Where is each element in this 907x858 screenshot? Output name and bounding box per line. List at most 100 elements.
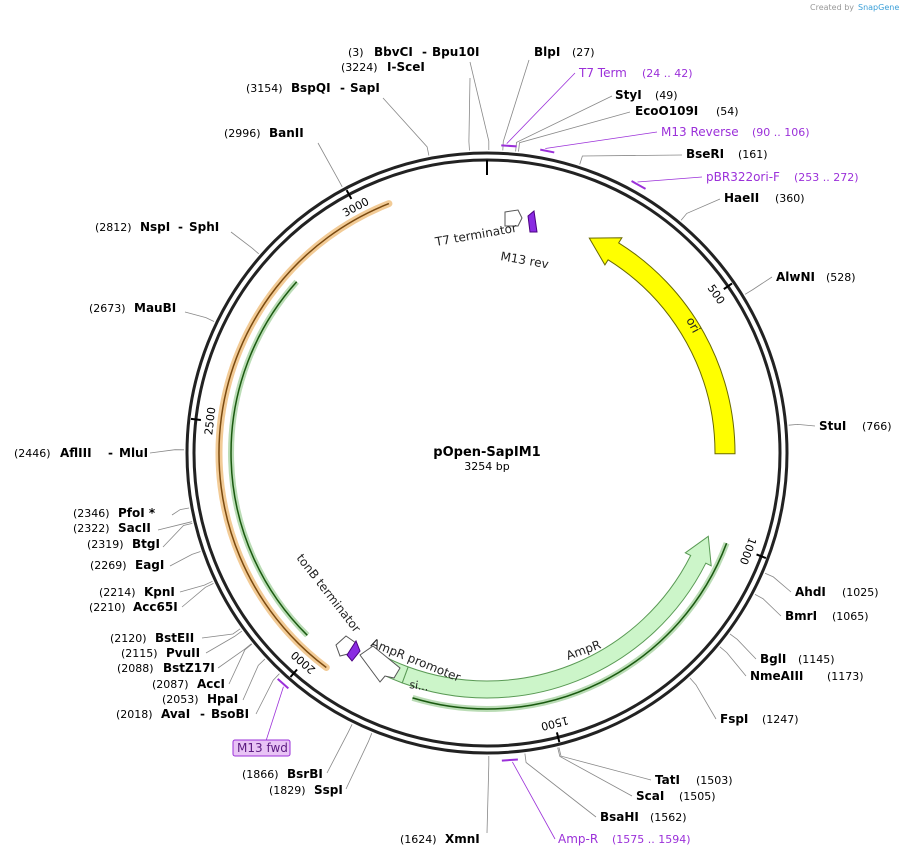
site-label-acc65i[interactable]: (2210) Acc65I bbox=[89, 600, 178, 614]
primer-mark[interactable] bbox=[631, 180, 647, 190]
site-label-pfoi[interactable]: (2346) PfoI * bbox=[73, 506, 156, 520]
site-leader-line bbox=[345, 733, 373, 790]
site-label-ahdi[interactable]: AhdI (1025) bbox=[795, 585, 879, 599]
svg-text:BbvCI: BbvCI bbox=[374, 45, 413, 59]
site-label-maubi[interactable]: (2673) MauBI bbox=[89, 301, 176, 315]
site-label-stui[interactable]: StuI (766) bbox=[819, 419, 892, 433]
site-label-bbvci[interactable]: (3) BbvCI - Bpu10I bbox=[348, 45, 479, 59]
site-label-tati[interactable]: TatI (1503) bbox=[655, 773, 733, 787]
site-label-avai[interactable]: (2018) AvaI - BsoBI bbox=[116, 707, 249, 721]
site-label-eagi[interactable]: (2269) EagI bbox=[90, 558, 164, 572]
m13-fwd-glyph[interactable] bbox=[346, 639, 361, 662]
orange-arc-feature[interactable] bbox=[215, 200, 393, 671]
primer-label-m13-fwd[interactable]: M13 fwd bbox=[232, 739, 291, 757]
site-label-kpni[interactable]: (2214) KpnI bbox=[99, 585, 175, 599]
tonb-terminator-label: tonB terminator bbox=[294, 551, 364, 635]
ampr-promoter-glyph[interactable] bbox=[359, 645, 401, 683]
ori-label: ori bbox=[683, 315, 703, 335]
svg-text:KpnI: KpnI bbox=[144, 585, 175, 599]
site-label-alwni[interactable]: AlwNI (528) bbox=[776, 270, 856, 284]
primer-label-m13-reverse[interactable]: M13 Reverse (90 .. 106) bbox=[661, 125, 810, 139]
site-label-bsahi[interactable]: BsaHI (1562) bbox=[600, 810, 687, 824]
primer-mark[interactable] bbox=[501, 144, 517, 148]
site-label-xmni[interactable]: (1624) XmnI bbox=[400, 832, 480, 846]
tick-mark bbox=[555, 732, 561, 743]
tick-label: 2500 bbox=[202, 406, 218, 435]
site-leader-line bbox=[157, 521, 192, 531]
svg-text:T7 Term: T7 Term bbox=[578, 66, 627, 80]
svg-text:(2088): (2088) bbox=[117, 662, 154, 675]
orange-arc-core bbox=[218, 202, 390, 669]
t7-terminator-glyph[interactable] bbox=[504, 209, 523, 227]
svg-text:Amp-R: Amp-R bbox=[558, 832, 598, 846]
site-label-sacii[interactable]: (2322) SacII bbox=[73, 521, 151, 535]
site-label-bmri[interactable]: BmrI (1065) bbox=[785, 609, 869, 623]
tick-mark bbox=[190, 417, 202, 421]
site-leader-line bbox=[171, 507, 190, 516]
site-label-scai[interactable]: ScaI (1505) bbox=[636, 789, 716, 803]
primer-mark[interactable] bbox=[501, 758, 518, 762]
site-label-sspi[interactable]: (1829) SspI bbox=[269, 783, 343, 797]
svg-text:I-SceI: I-SceI bbox=[387, 60, 425, 74]
svg-text:EagI: EagI bbox=[135, 558, 164, 572]
primer-label-amp-r[interactable]: Amp-R (1575 .. 1594) bbox=[558, 832, 691, 846]
site-label-fspi[interactable]: FspI (1247) bbox=[720, 712, 799, 726]
site-label-bstz17i[interactable]: (2088) BstZ17I bbox=[117, 661, 215, 675]
svg-text:BtgI: BtgI bbox=[132, 537, 160, 551]
site-label-acci[interactable]: (2087) AccI bbox=[152, 677, 225, 691]
site-label-pvuii[interactable]: (2115) PvuII bbox=[121, 646, 200, 660]
site-leader-line bbox=[326, 724, 353, 774]
svg-text:(1247): (1247) bbox=[762, 713, 799, 726]
primer-label-pbr322ori-f[interactable]: pBR322ori-F (253 .. 272) bbox=[706, 170, 859, 184]
svg-text:(2210): (2210) bbox=[89, 601, 126, 614]
svg-text:M13 Reverse: M13 Reverse bbox=[661, 125, 739, 139]
feature-layer bbox=[215, 200, 736, 712]
site-leader-line bbox=[169, 551, 201, 567]
site-label-hpai[interactable]: (2053) HpaI bbox=[162, 692, 238, 706]
site-leader-line bbox=[230, 231, 259, 255]
site-leader-line bbox=[558, 747, 652, 781]
site-label-styi[interactable]: StyI (49) bbox=[615, 88, 678, 102]
site-label-blpi[interactable]: BlpI (27) bbox=[534, 45, 595, 59]
site-label-btgi[interactable]: (2319) BtgI bbox=[87, 537, 160, 551]
svg-text:(2319): (2319) bbox=[87, 538, 124, 551]
site-label-banii[interactable]: (2996) BanII bbox=[224, 126, 304, 140]
site-label-nspi[interactable]: (2812) NspI - SphI bbox=[95, 220, 219, 234]
primer-mark[interactable] bbox=[540, 148, 555, 154]
svg-text:BstEII: BstEII bbox=[155, 631, 194, 645]
tick-mark bbox=[345, 189, 353, 200]
site-label-bseri[interactable]: BseRI (161) bbox=[686, 147, 768, 161]
ori-feature-arrow[interactable] bbox=[588, 237, 736, 455]
site-label-bsteii[interactable]: (2120) BstEII bbox=[110, 631, 194, 645]
svg-text:-: - bbox=[178, 220, 183, 234]
svg-text:(27): (27) bbox=[572, 46, 595, 59]
site-label-bspqi[interactable]: (3154) BspQI - SapI bbox=[246, 81, 380, 95]
svg-text:(766): (766) bbox=[862, 420, 892, 433]
svg-text:BanII: BanII bbox=[269, 126, 304, 140]
site-label-i-scei[interactable]: (3224) I-SceI bbox=[341, 60, 425, 74]
site-label-ecoo109i[interactable]: EcoO109I (54) bbox=[635, 104, 739, 118]
site-label-bsrbi[interactable]: (1866) BsrBI bbox=[242, 767, 323, 781]
plasmid-name: pOpen-SapIM1 bbox=[433, 445, 540, 460]
svg-text:Bpu10I: Bpu10I bbox=[432, 45, 479, 59]
primer-label-t7-term[interactable]: T7 Term (24 .. 42) bbox=[578, 66, 693, 80]
site-leader-line bbox=[317, 142, 343, 187]
primer-leader-line bbox=[264, 686, 284, 745]
svg-text:(1173): (1173) bbox=[827, 670, 864, 683]
site-label-haeii[interactable]: HaeII (360) bbox=[724, 191, 805, 205]
primer-mark[interactable] bbox=[277, 678, 290, 690]
site-label-afliii[interactable]: (2446) AflIII - MluI bbox=[14, 446, 148, 460]
site-leader-line bbox=[754, 594, 782, 617]
site-leader-line bbox=[162, 523, 193, 548]
site-label-bgli[interactable]: BglI (1145) bbox=[760, 652, 835, 666]
site-leader-line bbox=[217, 643, 252, 669]
site-leader-line bbox=[764, 572, 792, 593]
svg-text:BsoBI: BsoBI bbox=[211, 707, 249, 721]
svg-text:(1624): (1624) bbox=[400, 833, 437, 846]
green-arc-left-core bbox=[230, 281, 308, 636]
site-leader-line bbox=[729, 633, 757, 660]
site-label-nmeaiii[interactable]: NmeAIII (1173) bbox=[750, 669, 864, 683]
m13-rev-glyph[interactable] bbox=[527, 210, 538, 233]
tick-mark bbox=[756, 553, 767, 559]
tick-label: 1500 bbox=[540, 713, 570, 732]
